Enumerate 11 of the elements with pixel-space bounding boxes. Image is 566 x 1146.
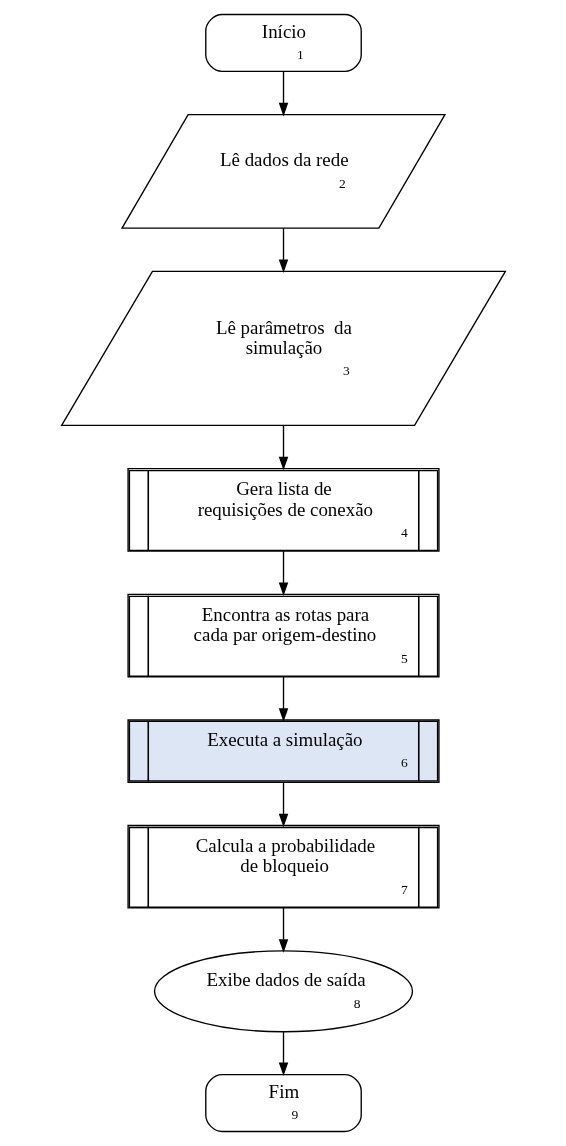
node-box: Início 1 <box>204 13 362 72</box>
node-box: Fim 9 <box>204 1074 362 1133</box>
arrow <box>278 425 288 471</box>
arrow <box>278 70 288 117</box>
arrow <box>278 782 288 828</box>
arrow <box>278 676 288 722</box>
arrow <box>278 907 288 953</box>
arrow <box>278 227 288 273</box>
arrow <box>278 550 288 597</box>
arrow <box>278 1031 288 1077</box>
node-ellipse: Exibe dados de saída 8 <box>153 950 413 1033</box>
